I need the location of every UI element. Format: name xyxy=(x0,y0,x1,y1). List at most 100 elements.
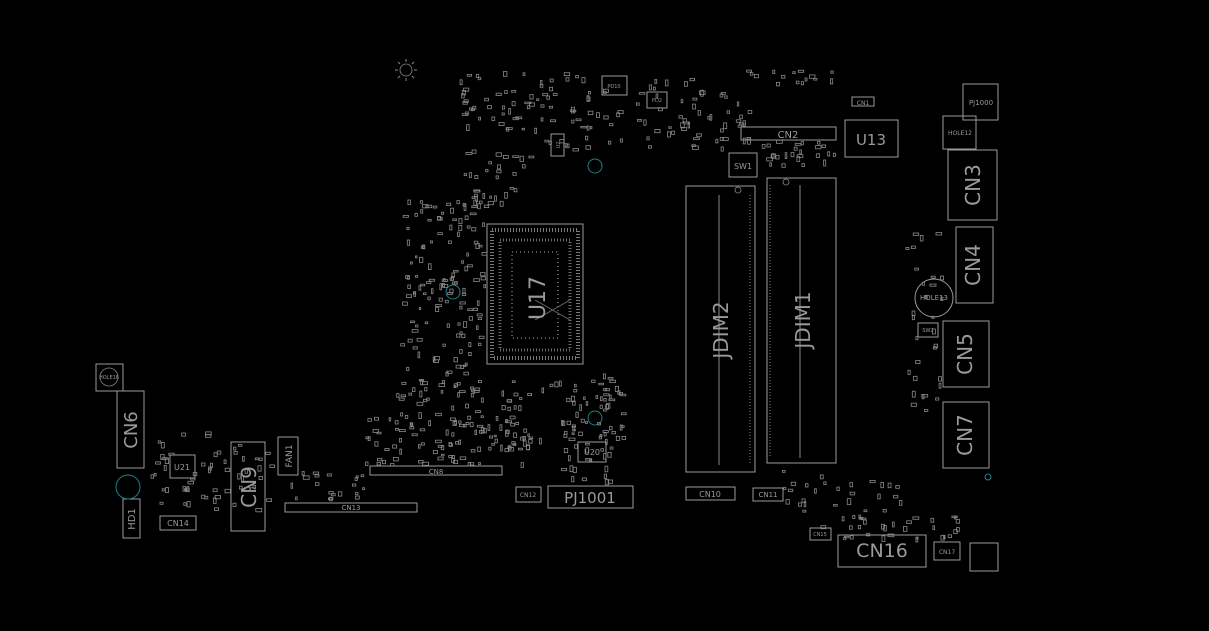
passive-pad xyxy=(696,133,702,137)
passive-pad xyxy=(464,215,469,220)
passive-pad xyxy=(587,110,594,116)
passive-pad xyxy=(794,143,802,146)
passive-pad xyxy=(511,101,516,107)
passive-pad xyxy=(568,455,571,462)
passive-pad xyxy=(214,507,220,511)
passive-pad xyxy=(441,211,445,215)
cn2-label: CN2 xyxy=(778,130,799,141)
passive-pad xyxy=(586,125,590,131)
passive-pad xyxy=(513,392,519,397)
passive-pad xyxy=(614,385,619,392)
passive-pad xyxy=(482,192,486,199)
cn10-label: CN10 xyxy=(699,490,721,499)
passive-pad xyxy=(693,137,700,140)
passive-pad xyxy=(581,77,586,84)
passive-pad xyxy=(364,461,369,466)
passive-pad xyxy=(327,497,334,501)
passive-pad xyxy=(680,99,684,104)
passive-pad xyxy=(216,450,222,455)
passive-pad xyxy=(540,104,545,108)
passive-pad xyxy=(474,429,477,436)
passive-pad xyxy=(398,397,405,401)
cn3-label: CN3 xyxy=(961,164,985,206)
passive-pad xyxy=(474,387,481,391)
passive-pad xyxy=(416,337,423,342)
passive-pad xyxy=(720,92,726,95)
passive-pad xyxy=(491,116,496,121)
passive-pad xyxy=(569,109,575,112)
passive-pad xyxy=(924,409,929,412)
passive-pad xyxy=(575,411,579,418)
passive-pad xyxy=(682,118,687,123)
passive-pad xyxy=(515,421,519,425)
passive-pad xyxy=(508,108,512,115)
passive-pad xyxy=(432,205,438,209)
passive-pad xyxy=(739,114,743,119)
passive-pad xyxy=(432,450,438,455)
passive-pad xyxy=(603,398,607,402)
passive-pad xyxy=(805,483,809,488)
passive-pad xyxy=(467,415,472,420)
passive-pad xyxy=(513,405,517,410)
passive-pad xyxy=(833,504,838,507)
passive-pad xyxy=(566,420,571,425)
passive-pad xyxy=(736,101,740,107)
passive-pad xyxy=(435,439,442,444)
passive-pad xyxy=(938,382,942,389)
passive-pad xyxy=(480,276,486,281)
passive-pad xyxy=(480,272,486,277)
passive-pad xyxy=(528,155,535,159)
passive-pad xyxy=(388,417,392,422)
passive-pad xyxy=(232,502,237,507)
passive-pad xyxy=(412,291,417,295)
passive-pad xyxy=(735,119,742,123)
passive-pad xyxy=(513,432,517,438)
passive-pad xyxy=(604,388,610,392)
passive-pad xyxy=(473,278,480,283)
passive-pad xyxy=(416,401,424,406)
passive-pad xyxy=(428,420,432,427)
passive-pad xyxy=(549,86,553,92)
passive-pad xyxy=(585,458,592,461)
passive-pad xyxy=(458,218,463,225)
passive-pad xyxy=(795,80,800,85)
passive-pad xyxy=(579,404,582,411)
passive-pad xyxy=(598,382,604,386)
passive-pad xyxy=(422,381,428,386)
passive-pad xyxy=(405,275,410,279)
passive-pad xyxy=(689,78,695,82)
passive-pad xyxy=(550,119,556,123)
passive-pad xyxy=(478,462,481,465)
passive-pad xyxy=(429,240,433,244)
passive-pad xyxy=(455,364,462,369)
passive-pad xyxy=(653,86,656,91)
passive-pad xyxy=(468,342,472,348)
passive-pad xyxy=(552,93,558,96)
passive-pad xyxy=(269,464,275,468)
passive-pad xyxy=(418,379,425,382)
passive-pad xyxy=(424,387,428,392)
passive-pad xyxy=(621,435,626,440)
passive-pad xyxy=(362,487,365,491)
passive-pad xyxy=(430,288,434,295)
passive-pad xyxy=(476,313,483,317)
passive-pad xyxy=(477,317,482,320)
passive-pad xyxy=(444,299,449,304)
passive-pad xyxy=(619,138,623,143)
passive-pad xyxy=(830,78,834,85)
passive-pad xyxy=(747,110,753,114)
passive-pad xyxy=(519,155,524,162)
passive-pad xyxy=(715,139,719,144)
passive-pad xyxy=(485,169,489,173)
passive-pad xyxy=(830,70,834,74)
passive-pad xyxy=(487,201,494,206)
cn1-label: CN1 xyxy=(857,100,870,107)
passive-pad xyxy=(374,441,379,447)
passive-pad xyxy=(453,459,459,464)
passive-pad xyxy=(609,426,613,431)
passive-pad xyxy=(414,275,419,278)
passive-pad xyxy=(804,77,808,82)
passive-pad xyxy=(449,224,453,231)
passive-pad xyxy=(539,84,544,88)
passive-pad xyxy=(505,418,508,423)
